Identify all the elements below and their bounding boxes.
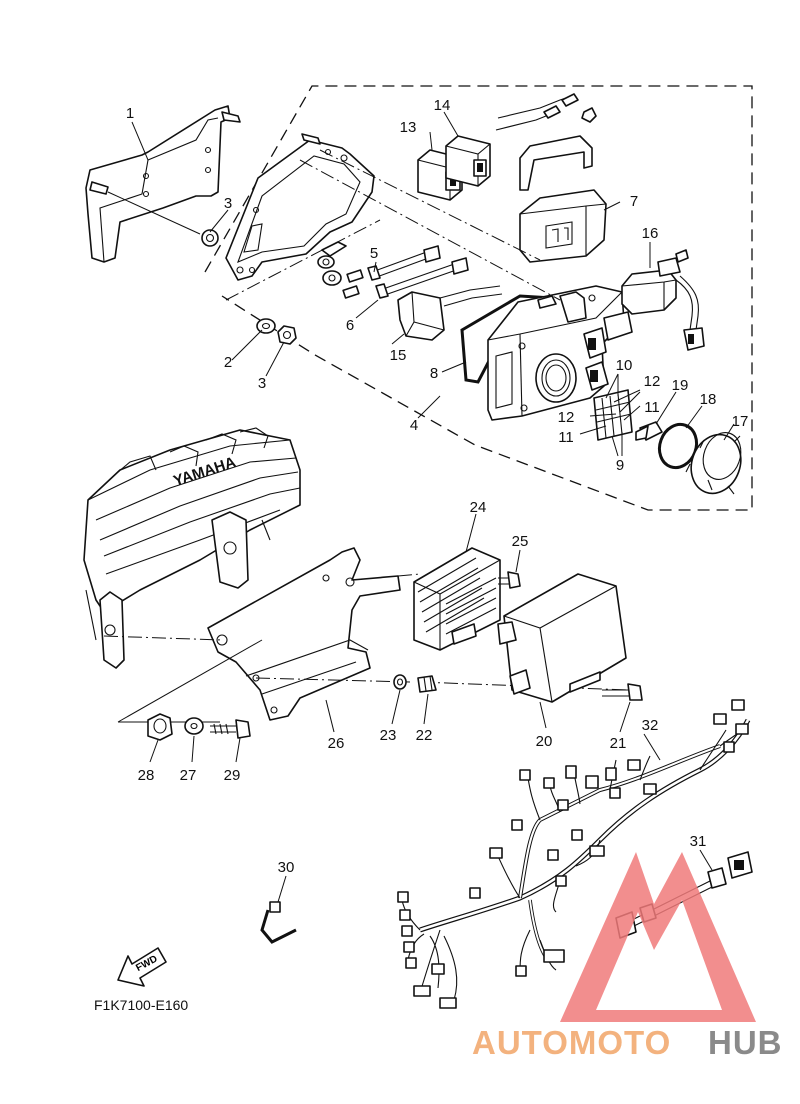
- fwd-arrow-icon: FWD: [117, 947, 167, 987]
- part-28-grommet: [147, 713, 173, 741]
- callout-17: 17: [732, 413, 749, 430]
- callout-14: 14: [434, 97, 451, 114]
- part-32-wiring-harness: [397, 699, 751, 1009]
- part-4-cover-plate: [225, 133, 375, 281]
- part-27-washer: [184, 717, 204, 735]
- part-21-bolt: [602, 683, 643, 701]
- callout-5: 5: [370, 245, 378, 262]
- part-30-cable-tie: [260, 901, 297, 944]
- part-3-nut-lower: [277, 325, 297, 345]
- watermark-part1: AUTOMOTO: [472, 1024, 671, 1061]
- callout-23: 23: [380, 727, 397, 744]
- callout-21: 21: [610, 735, 627, 752]
- callout-2: 2: [224, 354, 232, 371]
- callout-27: 27: [180, 767, 197, 784]
- part-17-cap: [685, 432, 742, 495]
- part-2-washer: [256, 318, 276, 334]
- watermark-logo: [560, 852, 756, 1022]
- part-23-collar: [393, 674, 407, 690]
- part-16-sensor: [621, 249, 705, 351]
- part-6-washers: [317, 241, 364, 299]
- part-15-holder: [397, 285, 503, 341]
- harness-connectors: [397, 699, 749, 1009]
- callout-28: 28: [138, 767, 155, 784]
- part-4-electrical-box: [487, 285, 633, 421]
- assembly-4-boundary: [204, 85, 753, 511]
- callout-9: 9: [616, 457, 624, 474]
- part-25-bolt: [498, 571, 521, 589]
- callout-labels: 1 2 3 3 4 5 6 7 8 9 10 11 11 12 12 13 14…: [126, 97, 749, 876]
- callout-19: 19: [672, 377, 689, 394]
- callout-10: 10: [616, 357, 633, 374]
- part-3-nut-upper: [201, 229, 219, 247]
- callout-22: 22: [416, 727, 433, 744]
- callout-25: 25: [512, 533, 529, 550]
- callout-12-left: 12: [558, 409, 575, 426]
- part-22-grommet: [417, 675, 437, 693]
- part-1-bracket: [85, 105, 241, 263]
- callout-31: 31: [690, 833, 707, 850]
- callout-18: 18: [700, 391, 717, 408]
- callout-3-lower: 3: [258, 375, 266, 392]
- callout-6: 6: [346, 317, 354, 334]
- callout-20: 20: [536, 733, 553, 750]
- part-5-bolts: [367, 245, 469, 299]
- leader-lines: [131, 111, 735, 903]
- callout-4: 4: [410, 417, 418, 434]
- part-24-regulator: [413, 547, 501, 651]
- callout-30: 30: [278, 859, 295, 876]
- callout-24: 24: [470, 499, 487, 516]
- callout-26: 26: [328, 735, 345, 752]
- callout-11-right: 11: [644, 399, 660, 416]
- engine-block: YAMAHA: [83, 427, 301, 669]
- diagram-code: F1K7100-E160: [94, 997, 188, 1013]
- part-19-clip: [635, 421, 663, 441]
- watermark-text: AUTOMOTO HUB: [472, 1024, 783, 1061]
- callout-11-left: 11: [558, 429, 574, 446]
- callout-3-upper: 3: [224, 195, 232, 212]
- part-7-fuse-holder: [495, 93, 607, 263]
- callout-12-right: 12: [644, 373, 661, 390]
- callout-1: 1: [126, 105, 134, 122]
- callout-15: 15: [390, 347, 407, 364]
- callout-8: 8: [430, 365, 438, 382]
- part-9-12-fuses: [593, 389, 633, 441]
- callout-29: 29: [224, 767, 241, 784]
- callout-7: 7: [630, 193, 638, 210]
- watermark-part2: HUB: [708, 1024, 783, 1061]
- part-29-bolt: [210, 719, 251, 739]
- part-14-relay: [445, 135, 491, 187]
- callout-32: 32: [642, 717, 659, 734]
- callout-16: 16: [642, 225, 659, 242]
- part-20-ecu: [497, 573, 627, 703]
- part-26-mounting-plate: [207, 547, 401, 721]
- callout-13: 13: [400, 119, 417, 136]
